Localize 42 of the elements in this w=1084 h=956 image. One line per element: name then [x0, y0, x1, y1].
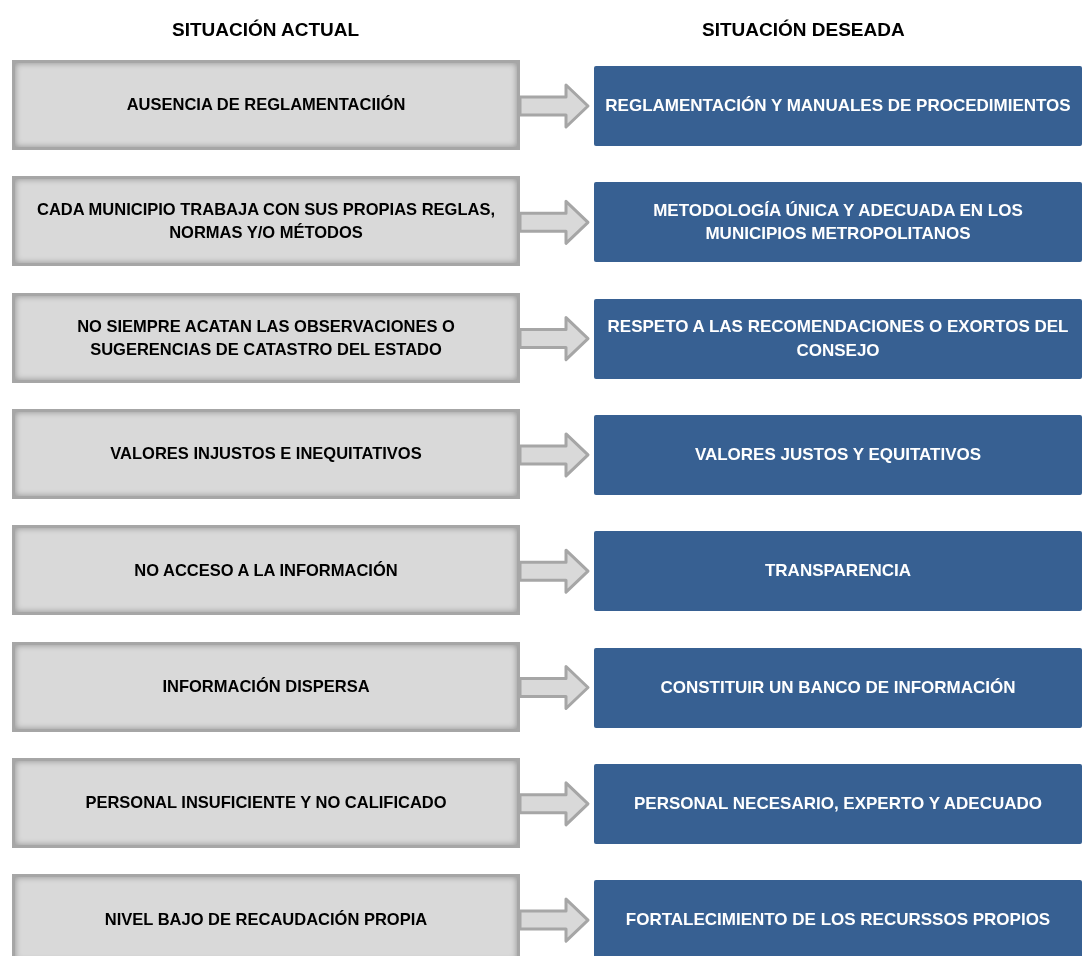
desired-situation-box [594, 414, 1082, 495]
box-text: NO SIEMPRE ACATAN LAS OBSERVACIONES O SUGERENCIAS DE CATASTRO DEL ESTADO [76, 315, 456, 360]
box-text: RESPETO A LAS RECOMENDACIONES O EXORTOS DEL CONSEJO [606, 315, 1070, 362]
block-arrow [518, 432, 590, 478]
desired-situation-box [594, 763, 1082, 844]
box-text: CONSTITUIR UN BANCO DE INFORMACIÓN [660, 676, 1016, 699]
column-heading: SITUACIÓN ACTUAL [172, 18, 360, 42]
box-text: VALORES INJUSTOS E INEQUITATIVOS [110, 443, 422, 465]
desired-situation-box [594, 66, 1082, 146]
desired-situation-box [594, 647, 1082, 728]
box-text: NO ACCESO A LA INFORMACIÓN [134, 559, 398, 581]
box-text: CADA MUNICIPIO TRABAJA CON SUS PROPIAS REGLAS, NORMAS Y/O MÉTODOS [35, 199, 497, 244]
current-situation-box [12, 874, 520, 956]
current-situation-box [12, 176, 520, 267]
block-arrow [518, 316, 590, 362]
current-situation-box [12, 292, 520, 383]
current-situation-box [12, 641, 520, 732]
desired-situation-box [594, 298, 1082, 379]
box-text: FORTALECIMIENTO DE LOS RECURSSOS PROPIOS [625, 909, 1051, 932]
desired-situation-box [594, 880, 1082, 956]
block-arrow [518, 199, 590, 245]
block-arrow [518, 83, 590, 129]
box-text: PERSONAL NECESARIO, EXPERTO Y ADECUADO [633, 792, 1043, 815]
block-arrow [518, 548, 590, 594]
box-text: METODOLOGÍA ÚNICA Y ADECUADA EN LOS MUNICIPIOS METROPOLITANOS [652, 199, 1024, 246]
box-text: INFORMACIÓN DISPERSA [162, 675, 370, 697]
current-situation-box [12, 525, 520, 616]
block-arrow [518, 665, 590, 710]
current-situation-box [12, 60, 520, 150]
box-text: AUSENCIA DE REGLAMENTACIIÓN [126, 94, 406, 116]
block-arrow [518, 897, 590, 943]
desired-situation-box [594, 531, 1082, 612]
box-text: VALORES JUSTOS Y EQUITATIVOS [694, 444, 982, 466]
block-arrow [518, 781, 590, 827]
box-text: NIVEL BAJO DE RECAUDACIÓN PROPIA [104, 908, 428, 930]
box-text: REGLAMENTACIÓN Y MANUALES DE PROCEDIMIENTOS [605, 95, 1071, 118]
current-situation-box [12, 757, 520, 848]
current-situation-box [12, 408, 520, 499]
column-heading: SITUACIÓN DESEADA [702, 18, 905, 42]
box-text: TRANSPARENCIA [764, 560, 912, 583]
desired-situation-box [594, 182, 1082, 263]
box-text: PERSONAL INSUFICIENTE Y NO CALIFICADO [85, 792, 447, 814]
